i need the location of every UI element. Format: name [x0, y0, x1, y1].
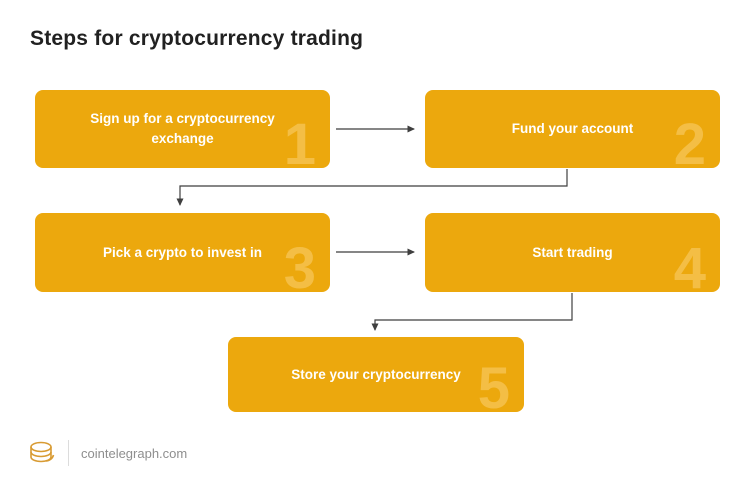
step-label-2: Fund your account: [511, 121, 634, 137]
page-title: Steps for cryptocurrency trading: [30, 27, 364, 50]
step-box-1: 1 Sign up for a cryptocurrency exchange: [35, 90, 330, 168]
step-box-5: 5 Store your cryptocurrency: [228, 337, 524, 412]
step-box-3: 3 Pick a crypto to invest in: [35, 213, 330, 292]
step-number-watermark-4: 4: [673, 236, 706, 293]
arrow-step2-to-step3: [176, 169, 568, 206]
footer: cointelegraph.com: [28, 438, 187, 468]
step-number-watermark-5: 5: [477, 356, 510, 413]
footer-site-text: cointelegraph.com: [81, 445, 188, 461]
footer-divider: [68, 440, 69, 466]
step-number-watermark-3: 3: [283, 236, 316, 293]
cointelegraph-coins-icon: [28, 440, 56, 466]
step-label-4: Start trading: [532, 244, 613, 260]
step-label-1: Sign up for a cryptocurrency exchange: [90, 111, 275, 146]
step-label-5: Store your cryptocurrency: [291, 366, 461, 382]
step-label-3: Pick a crypto to invest in: [102, 244, 263, 260]
step-number-watermark-2: 2: [673, 112, 706, 169]
arrow-step4-to-step5: [371, 293, 573, 331]
step-box-4: 4 Start trading: [425, 213, 720, 292]
step-box-2: 2 Fund your account: [425, 90, 720, 168]
step-number-watermark-1: 1: [283, 112, 316, 169]
